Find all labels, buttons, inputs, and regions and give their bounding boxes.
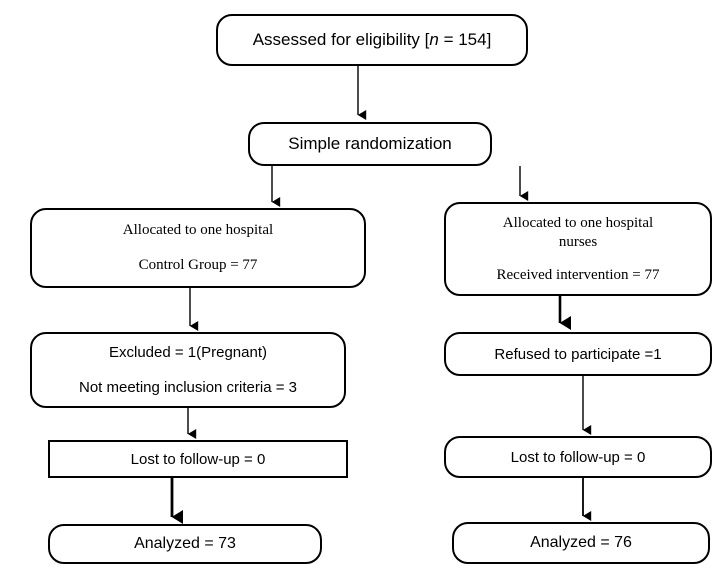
node-analyzed-intervention-label: Analyzed = 76 (530, 534, 632, 551)
node-allocated-intervention-line3: Received intervention = 77 (496, 266, 660, 283)
node-allocated-intervention-line2: nurses (558, 233, 598, 250)
node-analyzed-intervention[interactable]: Analyzed = 76 (452, 522, 710, 564)
node-lost-to-followup-intervention[interactable]: Lost to follow-up = 0 (444, 436, 712, 478)
node-refused-label: Refused to participate =1 (494, 345, 662, 363)
node-analyzed-control-label: Analyzed = 73 (134, 535, 236, 552)
node-analyzed-control[interactable]: Analyzed = 73 (48, 524, 322, 564)
node-assessed-for-eligibility[interactable]: Assessed for eligibility [n = 154] (216, 14, 528, 66)
node-allocated-control-line1: Allocated to one hospital (122, 222, 274, 238)
italic-n-symbol: n (429, 30, 439, 49)
node-lost-intervention-label: Lost to follow-up = 0 (510, 448, 646, 466)
node-allocated-control[interactable]: Allocated to one hospital Control Group … (30, 208, 366, 288)
node-excluded[interactable]: Excluded = 1(Pregnant) Not meeting inclu… (30, 332, 346, 408)
node-lost-to-followup-control[interactable]: Lost to follow-up = 0 (48, 440, 348, 478)
node-simple-randomization[interactable]: Simple randomization (248, 122, 492, 166)
node-excluded-line2: Not meeting inclusion criteria = 3 (78, 379, 298, 396)
node-allocated-intervention[interactable]: Allocated to one hospital nurses Receive… (444, 202, 712, 296)
node-assessed-label: Assessed for eligibility [n = 154] (252, 30, 492, 49)
node-lost-control-label: Lost to follow-up = 0 (130, 450, 266, 468)
node-randomization-label: Simple randomization (288, 134, 452, 153)
node-allocated-intervention-line1: Allocated to one hospital (502, 214, 654, 231)
node-allocated-control-line2: Control Group = 77 (138, 257, 258, 273)
node-refused-to-participate[interactable]: Refused to participate =1 (444, 332, 712, 376)
node-excluded-line1: Excluded = 1(Pregnant) (108, 344, 267, 361)
